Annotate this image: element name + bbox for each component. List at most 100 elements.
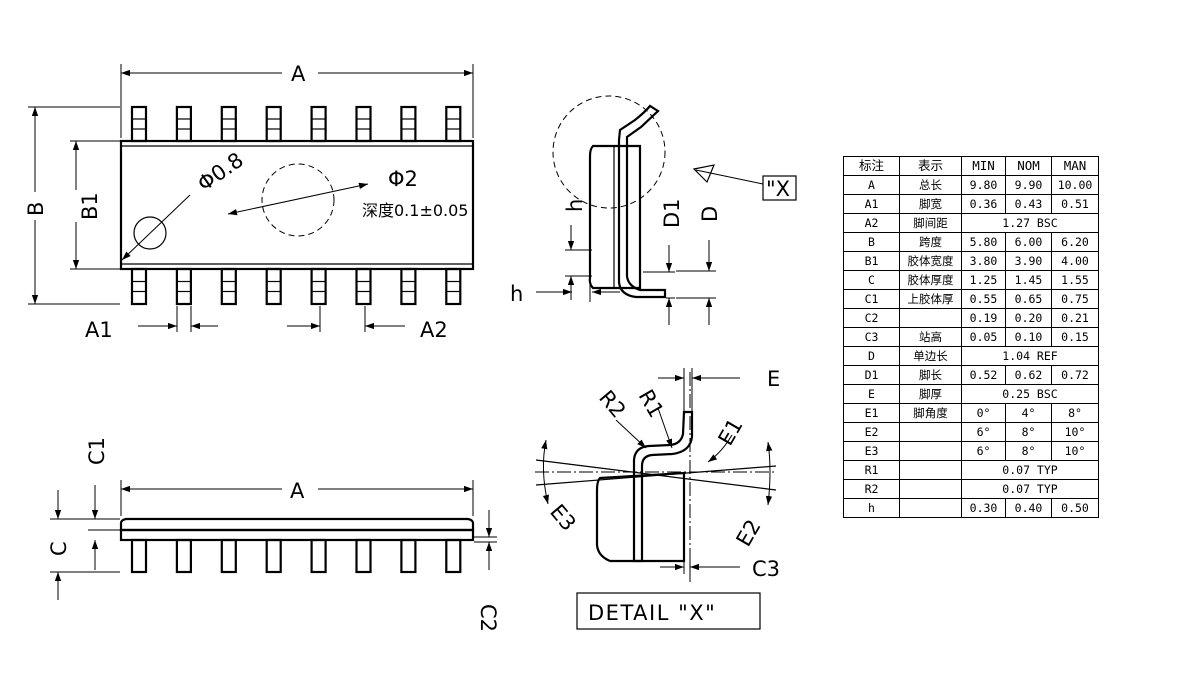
- cell-max: 10°: [1051, 441, 1099, 461]
- table-row: R1 0.07 TYP: [843, 460, 1099, 480]
- header-nom: NOM: [1005, 156, 1052, 176]
- cell-max: 4.00: [1051, 251, 1099, 271]
- pin-bottom: [220, 267, 237, 306]
- pin-side: [445, 538, 462, 574]
- cell-description: 单边长: [899, 346, 962, 366]
- cell-description: 脚角度: [899, 403, 962, 423]
- cell-nom: 0.40: [1005, 498, 1052, 518]
- dim-d1: D1: [643, 198, 684, 325]
- header-symbol: 标注: [843, 156, 900, 176]
- cell-symbol: A2: [843, 213, 900, 233]
- pin-top: [310, 105, 327, 143]
- dim-h-bottom: h: [510, 282, 620, 306]
- dim-a-top: A: [120, 62, 474, 138]
- label-h-top: h: [563, 199, 587, 212]
- label-c2: C2: [476, 604, 500, 632]
- detail-title-box: DETAIL "X": [576, 592, 761, 630]
- label-r2: R2: [594, 386, 630, 423]
- dim-c3: C3: [660, 557, 780, 581]
- cell-value-merged: 0.07 TYP: [961, 460, 1099, 480]
- package-body-side: [119, 517, 475, 532]
- label-detail-callout: "X: [766, 177, 790, 201]
- cell-max: 10°: [1051, 422, 1099, 442]
- pin-top: [220, 105, 237, 143]
- cell-max: 0.51: [1051, 194, 1099, 214]
- dim-c2: C2: [474, 510, 500, 632]
- cell-nom: 4°: [1005, 403, 1052, 423]
- pin-side: [310, 538, 327, 574]
- dim-a1: A1: [85, 306, 218, 342]
- cell-nom: 0.20: [1005, 308, 1052, 328]
- pin-side: [175, 538, 192, 574]
- cell-nom: 1.45: [1005, 270, 1052, 290]
- dim-a2: A2: [287, 306, 448, 342]
- cell-symbol: h: [843, 498, 900, 518]
- label-b: B: [24, 202, 48, 216]
- cell-value-merged: 0.25 BSC: [961, 384, 1099, 404]
- cell-symbol: A: [843, 175, 900, 195]
- label-hole-large: Φ2: [388, 167, 418, 191]
- cell-min: 0.30: [961, 498, 1006, 518]
- dim-e1: E1: [707, 414, 748, 463]
- dim-e: E: [658, 367, 780, 412]
- table-header-row: 标注 表示 MIN NOM MAN: [843, 156, 1099, 176]
- pin-top: [130, 105, 148, 143]
- cell-description: [899, 460, 962, 480]
- table-row: R2 0.07 TYP: [843, 479, 1099, 499]
- cell-symbol: R2: [843, 479, 900, 499]
- cell-max: 10.00: [1051, 175, 1099, 195]
- detail-body: [595, 471, 686, 563]
- dim-d: D: [676, 206, 722, 325]
- cell-symbol: D1: [843, 365, 900, 385]
- pin-side: [265, 538, 282, 574]
- dim-c1: C1: [85, 437, 120, 570]
- cell-symbol: C2: [843, 308, 900, 328]
- label-e3: E3: [545, 500, 581, 536]
- label-c3: C3: [752, 557, 780, 581]
- cell-max: 8°: [1051, 403, 1099, 423]
- pin-bottom: [175, 267, 192, 306]
- cell-nom: 8°: [1005, 422, 1052, 442]
- pin-bottom: [400, 267, 417, 306]
- cell-symbol: C1: [843, 289, 900, 309]
- cell-description: [899, 308, 962, 328]
- pin-bottom: [310, 267, 327, 306]
- dim-c: C: [47, 490, 120, 600]
- cell-max: 0.50: [1051, 498, 1099, 518]
- cell-description: [899, 422, 962, 442]
- pin-bottom: [355, 267, 372, 306]
- cell-value-merged: 0.07 TYP: [961, 479, 1099, 499]
- cell-description: 总长: [899, 175, 962, 195]
- cell-min: 0.19: [961, 308, 1006, 328]
- pin-bottom: [130, 267, 148, 306]
- pin-top: [265, 105, 282, 143]
- cell-min: 9.80: [961, 175, 1006, 195]
- cell-symbol: E: [843, 384, 900, 404]
- cell-nom: 8°: [1005, 441, 1052, 461]
- package-body-end: [588, 144, 642, 290]
- cell-description: 脚厚: [899, 384, 962, 404]
- cell-min: 0°: [961, 403, 1006, 423]
- header-max: MAN: [1051, 156, 1099, 176]
- cell-symbol: E1: [843, 403, 900, 423]
- cell-description: [899, 479, 962, 499]
- pin-bottom: [265, 267, 282, 306]
- label-e2: E2: [732, 515, 766, 550]
- cell-description: [899, 441, 962, 461]
- pin1-marker-hole: Φ0.8: [121, 148, 248, 261]
- cell-description: 脚间距: [899, 213, 962, 233]
- cell-max: 1.55: [1051, 270, 1099, 290]
- cell-nom: 6.00: [1005, 232, 1052, 252]
- cell-description: [899, 498, 962, 518]
- cell-symbol: B: [843, 232, 900, 252]
- cell-symbol: E3: [843, 441, 900, 461]
- cell-symbol: R1: [843, 460, 900, 480]
- cell-min: 0.55: [961, 289, 1006, 309]
- dim-e2: E2: [732, 441, 773, 551]
